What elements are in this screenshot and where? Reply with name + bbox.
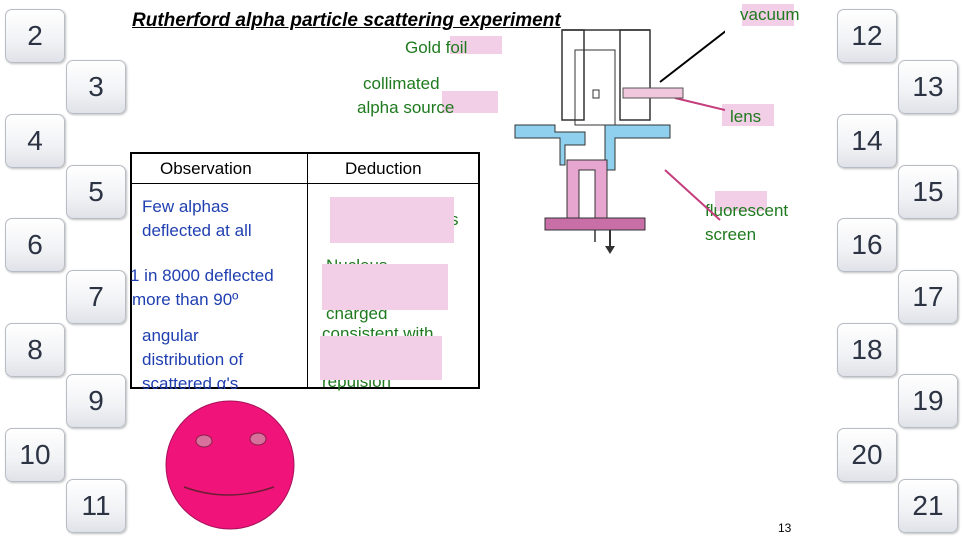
nav-tile-8[interactable]: 8: [5, 323, 65, 377]
lens-highlight: [722, 104, 774, 126]
nav-tile-21[interactable]: 21: [898, 479, 958, 533]
fluorescent-highlight: [715, 191, 767, 211]
blue-plate-left: [514, 124, 586, 166]
lens-pointer-line: [674, 97, 725, 111]
deduction-1-highlight: [330, 197, 454, 243]
nav-tile-10[interactable]: 10: [5, 428, 65, 482]
collimated-label: collimated: [363, 74, 440, 93]
nav-tile-20[interactable]: 20: [837, 428, 897, 482]
apparatus-diagram: [514, 29, 725, 254]
nav-tile-17[interactable]: 17: [898, 270, 958, 324]
nav-tile-14[interactable]: 14: [837, 114, 897, 168]
smiley-face-icon: [165, 400, 295, 530]
nav-tile-11[interactable]: 11: [66, 479, 126, 533]
nav-tile-18[interactable]: 18: [837, 323, 897, 377]
observation-3-line-1: angular: [142, 326, 199, 345]
observation-3-line-3: scattered α's: [142, 374, 239, 393]
observation-table: Observation Deduction Few alphas deflect…: [130, 152, 480, 393]
slide-title: Rutherford alpha particle scattering exp…: [132, 10, 561, 31]
header-observation: Observation: [160, 159, 252, 178]
nav-tile-6[interactable]: 6: [5, 218, 65, 272]
alpha-source-label: alpha source: [357, 98, 455, 117]
deduction-2-highlight: [322, 264, 448, 310]
observation-1-line-2: deflected at all: [142, 221, 252, 240]
alpha-source-tube: [622, 87, 684, 99]
fluorescent-label: fluorescent: [705, 201, 789, 220]
vacuum-highlight: [742, 4, 794, 26]
nav-tile-5[interactable]: 5: [66, 165, 126, 219]
observation-1-line-1: Few alphas: [142, 197, 229, 216]
observation-2-line-1: 1 in 8000 deflected: [130, 266, 274, 285]
deduction-3-highlight: [320, 336, 442, 380]
nav-tile-9[interactable]: 9: [66, 374, 126, 428]
blue-plate-right: [604, 124, 671, 171]
nav-tile-7[interactable]: 7: [66, 270, 126, 324]
nav-tile-13[interactable]: 13: [898, 60, 958, 114]
deduction-1-line-1: s: [450, 210, 459, 229]
header-deduction: Deduction: [345, 159, 422, 178]
gold-foil-label: Gold foil: [405, 38, 468, 57]
gold-foil-highlight: [450, 36, 502, 54]
nav-tile-19[interactable]: 19: [898, 374, 958, 428]
screen-pointer-line: [664, 169, 721, 221]
observation-3-line-2: distribution of: [142, 350, 244, 369]
nav-tile-15[interactable]: 15: [898, 165, 958, 219]
screen-label: screen: [705, 225, 757, 244]
nav-tile-12[interactable]: 12: [837, 9, 897, 63]
nav-tile-16[interactable]: 16: [837, 218, 897, 272]
nav-tile-3[interactable]: 3: [66, 60, 126, 114]
page-number: 13: [778, 521, 792, 535]
nav-tile-2[interactable]: 2: [5, 9, 65, 63]
lens-label: lens: [730, 107, 762, 126]
alpha-source-highlight: [442, 91, 498, 113]
apparatus-base: [544, 217, 646, 231]
observation-2-line-2: more than 90º: [132, 290, 239, 309]
nav-tile-4[interactable]: 4: [5, 114, 65, 168]
vacuum-pointer-line: [659, 30, 725, 83]
vacuum-label: vacuum: [740, 5, 800, 24]
